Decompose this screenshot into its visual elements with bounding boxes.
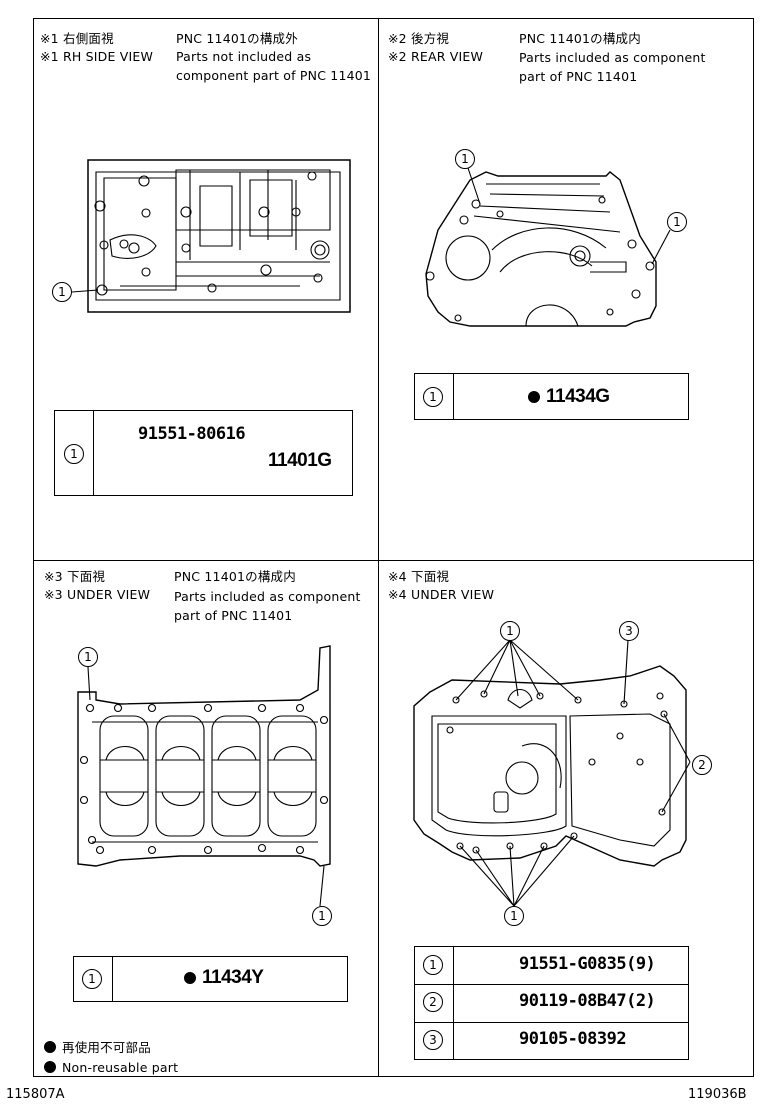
panel-divider-horizontal xyxy=(33,560,754,561)
table1-part-sensor: 11401G xyxy=(268,450,332,471)
callout-2-panel4: 2 xyxy=(692,755,712,775)
table3-index: 1 xyxy=(82,969,102,989)
parts-table-panel4 xyxy=(414,946,689,1060)
callout-3-panel4: 3 xyxy=(619,621,639,641)
non-reusable-dot-icon xyxy=(528,391,540,403)
callout-1-panel4-top: 1 xyxy=(500,621,520,641)
panel1-desc-line2: component part of PNC 11401 xyxy=(176,68,372,83)
footer-left-code: 115807A xyxy=(6,1087,65,1102)
under-view-pan-drawing xyxy=(413,639,691,907)
callout-1-panel3-bottom: 1 xyxy=(312,906,332,926)
panel1-pnc-note: PNC 11401の構成外 xyxy=(176,31,298,46)
panel2-jp-view: ※2 後方視 xyxy=(388,31,450,46)
table4-part-1: 91551-G0835(9) xyxy=(519,954,656,974)
under-view-block-drawing xyxy=(77,645,331,907)
panel1-desc-line1: Parts not included as xyxy=(176,49,312,64)
table1-part-bolt: 91551-80616 xyxy=(138,424,246,444)
panel4-jp-view: ※4 下面視 xyxy=(388,569,450,584)
table1-index: 1 xyxy=(64,444,84,464)
callout-1-panel3-top: 1 xyxy=(78,647,98,667)
table2-part: 11434G xyxy=(528,386,610,408)
table2-index: 1 xyxy=(423,387,443,407)
table4-index-3: 3 xyxy=(423,1030,443,1050)
non-reusable-dot-icon xyxy=(44,1061,56,1073)
callout-1-panel4-bottom: 1 xyxy=(504,906,524,926)
parts-table-panel2 xyxy=(414,373,689,420)
panel3-desc-line2: part of PNC 11401 xyxy=(174,608,293,623)
callout-1-panel2-left: 1 xyxy=(455,149,475,169)
diagram-frame xyxy=(33,18,754,1077)
panel3-jp-view: ※3 下面視 xyxy=(44,569,106,584)
table4-part-3: 90105-08392 xyxy=(519,1029,627,1049)
parts-table-panel3 xyxy=(73,956,348,1002)
table3-part: 11434Y xyxy=(184,967,264,989)
panel2-desc-line2: part of PNC 11401 xyxy=(519,69,638,84)
panel2-pnc-note: PNC 11401の構成内 xyxy=(519,31,641,46)
legend-jp: 再使用不可部品 xyxy=(44,1038,151,1057)
panel2-desc-line1: Parts included as component xyxy=(519,50,706,65)
panel1-jp-view: ※1 右側面視 xyxy=(40,31,114,46)
legend-en: Non-reusable part xyxy=(44,1058,178,1077)
panel4-en-view: ※4 UNDER VIEW xyxy=(388,587,495,602)
panel-divider-vertical xyxy=(378,18,379,1077)
non-reusable-dot-icon xyxy=(184,972,196,984)
panel1-en-view: ※1 RH SIDE VIEW xyxy=(40,49,154,64)
table4-index-1: 1 xyxy=(423,955,443,975)
callout-1-panel1: 1 xyxy=(52,282,72,302)
parts-table-panel1 xyxy=(54,410,353,496)
panel3-desc-line1: Parts included as component xyxy=(174,589,361,604)
non-reusable-dot-icon xyxy=(44,1041,56,1053)
panel2-en-view: ※2 REAR VIEW xyxy=(388,49,484,64)
callout-1-panel2-right: 1 xyxy=(667,212,687,232)
rear-view-drawing xyxy=(425,167,671,327)
table4-index-2: 2 xyxy=(423,992,443,1012)
footer-right-code: 119036B xyxy=(688,1087,747,1102)
panel3-en-view: ※3 UNDER VIEW xyxy=(44,587,151,602)
table4-part-2: 90119-08B47(2) xyxy=(519,991,656,1011)
rh-side-view-drawing xyxy=(71,159,351,313)
panel3-pnc-note: PNC 11401の構成内 xyxy=(174,569,296,584)
